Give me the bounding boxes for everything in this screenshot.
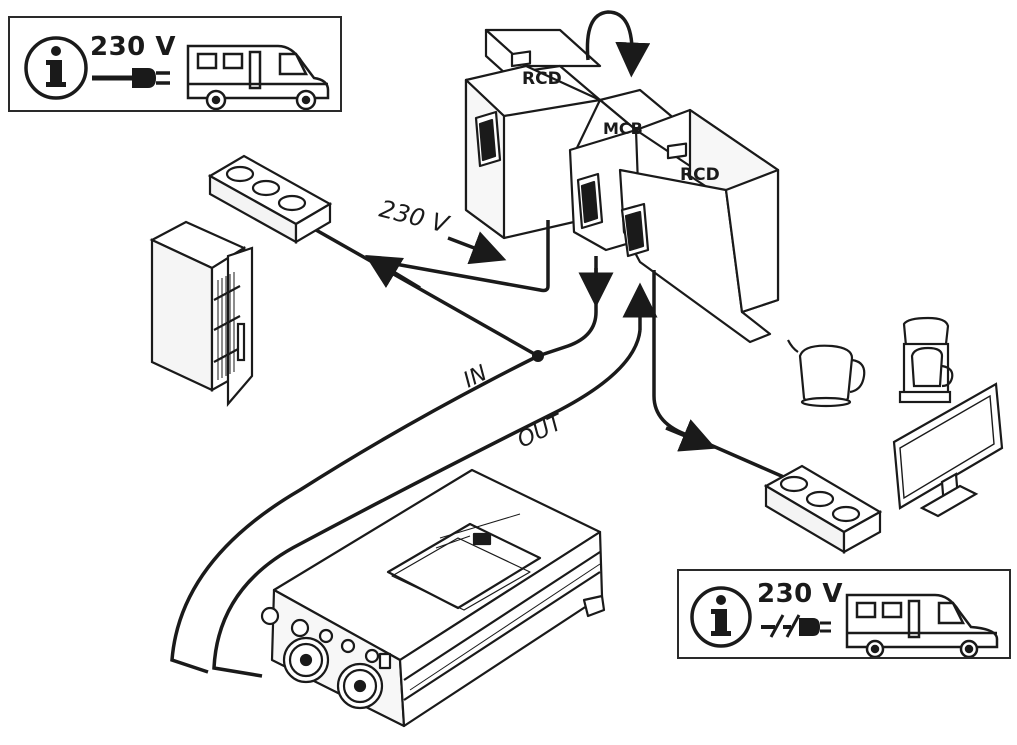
in-label: IN (460, 361, 492, 394)
supply-arrow (448, 238, 490, 254)
socket-strip-right (766, 466, 880, 552)
rcd-right-label: RCD (680, 165, 720, 185)
loop-arrow (587, 12, 632, 60)
rcd-right-module (620, 110, 778, 342)
kettle (788, 340, 864, 406)
out-label: OUT (514, 410, 568, 454)
mcb-label: MCB (603, 119, 643, 138)
inverter-charger (262, 470, 604, 726)
rcd-left-label: RCD (522, 69, 562, 89)
junction-dot (532, 350, 544, 362)
refrigerator (152, 222, 252, 404)
supply-voltage-label: 230 V (377, 195, 453, 239)
socket-strip-left-wire (316, 230, 538, 356)
coffee-machine (900, 318, 952, 402)
monitor (894, 384, 1002, 516)
socket-strip-left (210, 156, 330, 242)
distribution-panel: RCD MCB RCD (466, 30, 778, 342)
